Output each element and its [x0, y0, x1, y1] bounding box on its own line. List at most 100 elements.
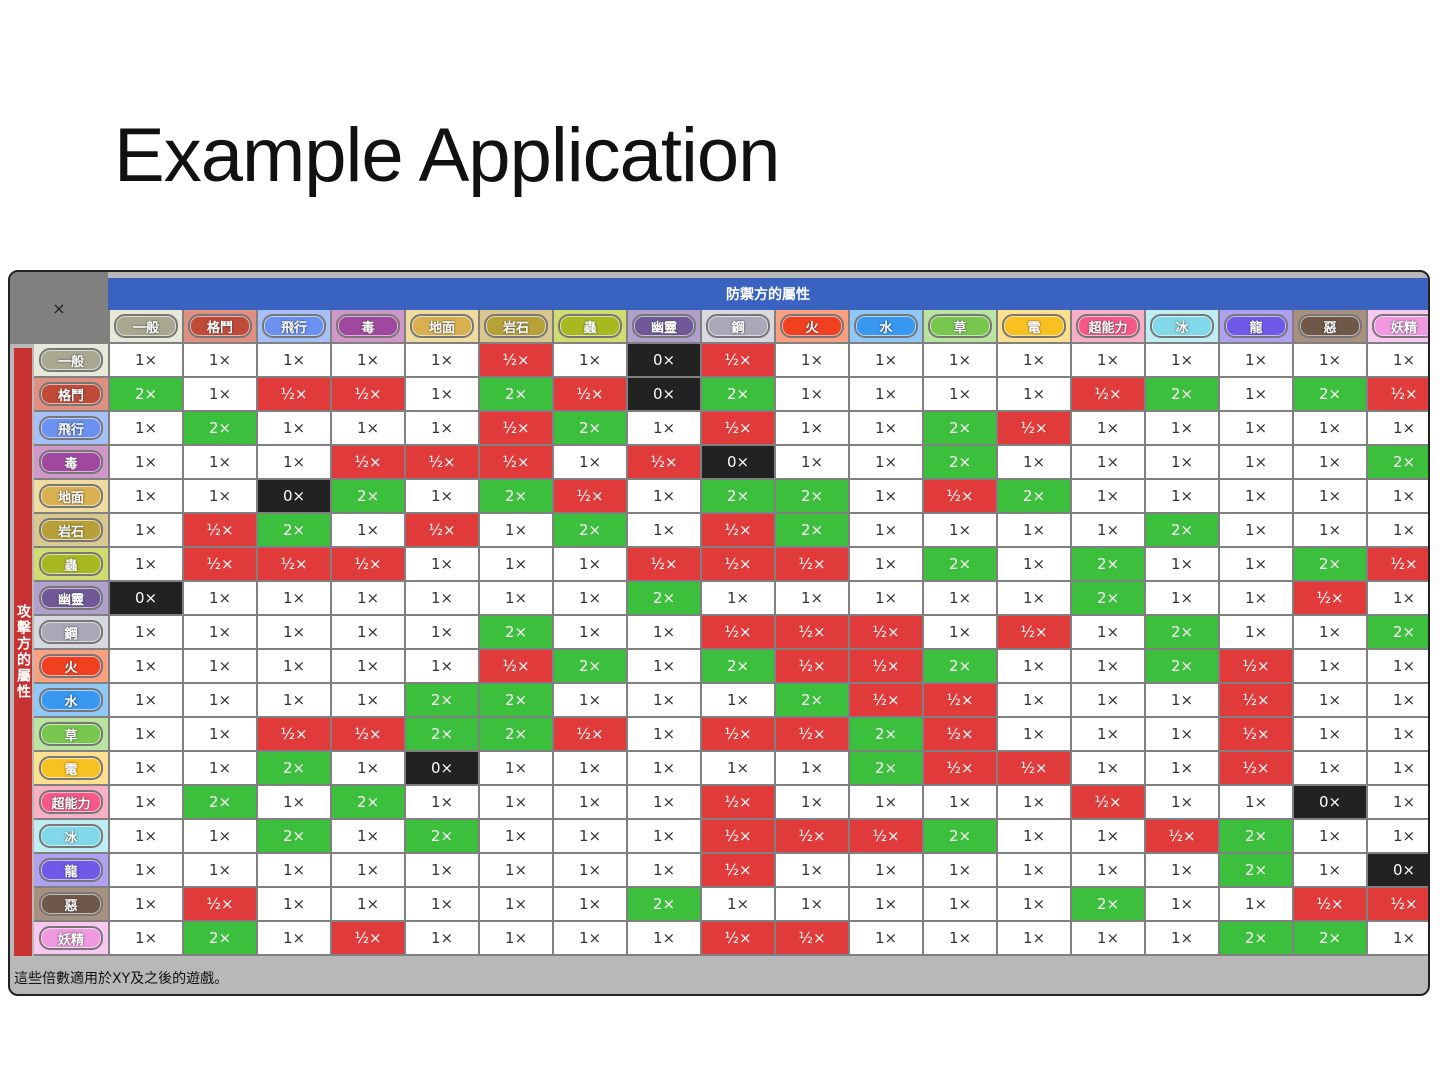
effectiveness-cell: 1×: [1146, 752, 1218, 784]
effectiveness-cell: ½×: [776, 548, 848, 580]
effectiveness-cell: ½×: [258, 718, 330, 750]
effectiveness-cell: 1×: [184, 752, 256, 784]
effectiveness-cell: 2×: [406, 820, 478, 852]
effectiveness-cell: 1×: [554, 446, 626, 478]
defender-type-pill: 妖精: [1372, 314, 1428, 338]
attacker-type-pill: 妖精: [39, 926, 103, 950]
effectiveness-cell: 1×: [554, 888, 626, 920]
effectiveness-cell: 1×: [258, 888, 330, 920]
effectiveness-cell: 1×: [776, 412, 848, 444]
effectiveness-cell: 1×: [1368, 820, 1428, 852]
effectiveness-cell: 2×: [628, 888, 700, 920]
effectiveness-cell: 1×: [998, 446, 1070, 478]
effectiveness-cell: 1×: [110, 548, 182, 580]
effectiveness-cell: 1×: [258, 446, 330, 478]
effectiveness-cell: 2×: [924, 548, 996, 580]
effectiveness-cell: 1×: [1072, 616, 1144, 648]
effectiveness-cell: 1×: [850, 548, 922, 580]
attacker-type-pill: 火: [39, 654, 103, 678]
effectiveness-cell: 1×: [924, 786, 996, 818]
effectiveness-cell: 2×: [1072, 582, 1144, 614]
effectiveness-cell: 1×: [480, 786, 552, 818]
effectiveness-cell: 2×: [1146, 650, 1218, 682]
effectiveness-cell: 1×: [1368, 412, 1428, 444]
effectiveness-cell: ½×: [184, 888, 256, 920]
defender-type-pill: 火: [780, 314, 844, 338]
effectiveness-cell: ½×: [702, 344, 774, 376]
effectiveness-cell: 1×: [480, 582, 552, 614]
effectiveness-cell: 1×: [628, 786, 700, 818]
defender-type-pill: 格鬥: [188, 314, 252, 338]
attacker-type-pill: 蟲: [39, 552, 103, 576]
attacker-type-pill: 惡: [39, 892, 103, 916]
effectiveness-cell: ½×: [702, 548, 774, 580]
defender-type-header: 火: [776, 310, 848, 342]
effectiveness-cell: ½×: [184, 514, 256, 546]
effectiveness-cell: 1×: [850, 786, 922, 818]
effectiveness-cell: 1×: [850, 582, 922, 614]
effectiveness-cell: 1×: [1368, 582, 1428, 614]
effectiveness-cell: 1×: [628, 616, 700, 648]
effectiveness-cell: 0×: [628, 344, 700, 376]
effectiveness-cell: ½×: [332, 718, 404, 750]
effectiveness-cell: 1×: [924, 344, 996, 376]
effectiveness-cell: 1×: [776, 888, 848, 920]
effectiveness-cell: 1×: [628, 412, 700, 444]
effectiveness-cell: 1×: [480, 820, 552, 852]
effectiveness-cell: 1×: [998, 922, 1070, 954]
effectiveness-cell: ½×: [406, 514, 478, 546]
effectiveness-cell: 1×: [1072, 820, 1144, 852]
effectiveness-cell: 1×: [554, 922, 626, 954]
effectiveness-cell: 1×: [184, 854, 256, 886]
effectiveness-cell: 2×: [110, 378, 182, 410]
effectiveness-cell: 2×: [924, 412, 996, 444]
effectiveness-cell: 2×: [480, 480, 552, 512]
defender-type-header: 毒: [332, 310, 404, 342]
effectiveness-cell: 1×: [110, 684, 182, 716]
defender-type-header: 格鬥: [184, 310, 256, 342]
effectiveness-cell: 1×: [406, 616, 478, 648]
effectiveness-cell: 1×: [110, 922, 182, 954]
effectiveness-cell: 1×: [628, 684, 700, 716]
effectiveness-cell: 1×: [480, 752, 552, 784]
effectiveness-cell: 2×: [924, 820, 996, 852]
effectiveness-cell: ½×: [850, 820, 922, 852]
effectiveness-cell: ½×: [480, 650, 552, 682]
effectiveness-cell: 1×: [1072, 480, 1144, 512]
effectiveness-cell: 2×: [1294, 378, 1366, 410]
effectiveness-cell: 1×: [1146, 412, 1218, 444]
effectiveness-cell: 1×: [110, 412, 182, 444]
effectiveness-cell: 1×: [628, 718, 700, 750]
effectiveness-cell: ½×: [480, 412, 552, 444]
effectiveness-cell: 1×: [776, 786, 848, 818]
effectiveness-cell: 1×: [554, 786, 626, 818]
effectiveness-cell: 2×: [554, 412, 626, 444]
effectiveness-cell: ½×: [702, 820, 774, 852]
effectiveness-cell: 1×: [110, 344, 182, 376]
effectiveness-cell: 2×: [258, 514, 330, 546]
defender-type-header: 蟲: [554, 310, 626, 342]
effectiveness-cell: 1×: [628, 752, 700, 784]
effectiveness-cell: 1×: [406, 412, 478, 444]
effectiveness-cell: 1×: [924, 854, 996, 886]
effectiveness-cell: 1×: [258, 786, 330, 818]
effectiveness-cell: 1×: [1368, 480, 1428, 512]
effectiveness-cell: 1×: [554, 548, 626, 580]
effectiveness-cell: 2×: [702, 378, 774, 410]
effectiveness-cell: 1×: [1294, 684, 1366, 716]
attacker-type-header: 格鬥: [34, 378, 108, 410]
effectiveness-cell: 1×: [628, 480, 700, 512]
effectiveness-cell: 1×: [850, 446, 922, 478]
effectiveness-cell: 1×: [110, 650, 182, 682]
effectiveness-cell: 1×: [1368, 514, 1428, 546]
effectiveness-cell: ½×: [258, 378, 330, 410]
defender-type-header: 龍: [1220, 310, 1292, 342]
effectiveness-cell: ½×: [1294, 888, 1366, 920]
effectiveness-cell: 1×: [1146, 446, 1218, 478]
attacker-type-header: 毒: [34, 446, 108, 478]
effectiveness-cell: 1×: [480, 854, 552, 886]
effectiveness-cell: 2×: [480, 718, 552, 750]
effectiveness-cell: 1×: [1220, 412, 1292, 444]
effectiveness-cell: 1×: [1146, 854, 1218, 886]
attacker-type-pill: 地面: [39, 484, 103, 508]
